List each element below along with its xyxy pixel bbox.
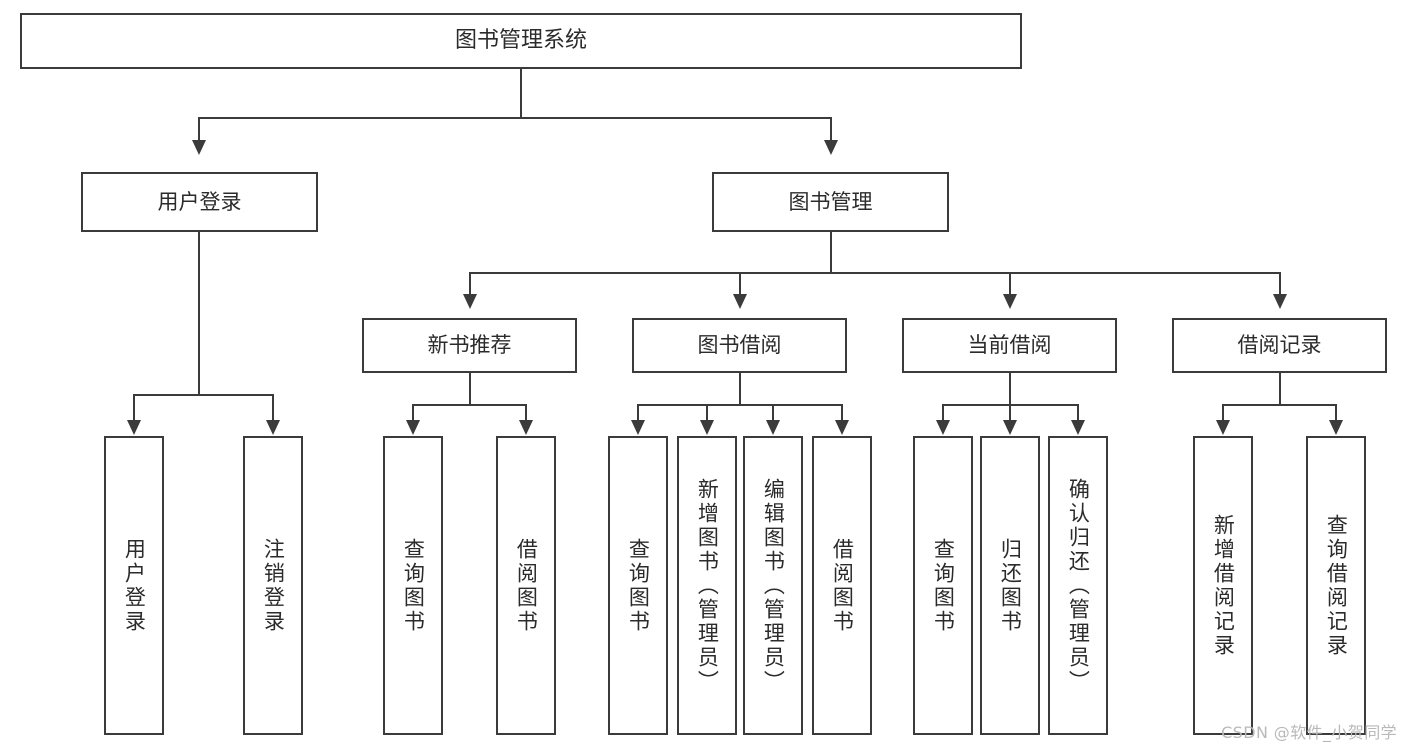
connector-book-manage-to-new-book: [469, 272, 472, 298]
connector-book-borrow-to-leaf-1: [637, 404, 640, 424]
connector-book-borrow-to-leaf-2: [706, 404, 709, 424]
leaf-label: 借阅图书: [830, 537, 855, 634]
arrowhead-book-manage: [824, 140, 838, 155]
node-book-manage[interactable]: 图书管理: [712, 172, 949, 232]
leaf-book-borrow-edit-book[interactable]: 编辑图书（管理员）: [743, 436, 803, 735]
connector-book-manage-stem: [830, 232, 833, 274]
connector-book-manage-to-book-borrow: [739, 272, 742, 298]
node-label: 当前借阅: [967, 333, 1052, 358]
arrowhead-current-borrow-leaf-3: [1071, 420, 1085, 435]
connector-book-borrow-bus: [637, 404, 843, 407]
arrowhead-book-borrow-leaf-4: [835, 420, 849, 435]
leaf-label: 新增借阅记录: [1211, 513, 1236, 658]
node-label: 用户登录: [157, 189, 242, 214]
connector-root-stem: [520, 69, 523, 118]
leaf-label: 用户登录: [122, 537, 147, 634]
connector-borrow-record-to-leaf-1: [1222, 404, 1225, 424]
arrowhead-borrow-record-leaf-1: [1216, 420, 1230, 435]
connector-user-login-to-leaf-2: [272, 394, 275, 424]
node-label: 图书管理: [788, 189, 873, 214]
leaf-label: 查询图书: [626, 537, 651, 634]
connector-book-manage-bus: [469, 272, 1281, 275]
node-label: 图书借阅: [697, 333, 782, 358]
arrowhead-user-login-leaf-2: [266, 420, 280, 435]
connector-book-manage-to-current-borrow: [1009, 272, 1012, 298]
leaf-label: 归还图书: [998, 537, 1023, 634]
connector-book-borrow-stem: [739, 373, 742, 406]
connector-borrow-record-to-leaf-2: [1335, 404, 1338, 424]
arrowhead-book-borrow-leaf-1: [631, 420, 645, 435]
arrowhead-current-borrow-leaf-1: [936, 420, 950, 435]
leaf-current-borrow-query-book[interactable]: 查询图书: [913, 436, 973, 735]
arrowhead-book-borrow: [733, 294, 747, 309]
arrowhead-new-book-leaf-2: [519, 420, 533, 435]
arrowhead-new-book-leaf-1: [406, 420, 420, 435]
leaf-book-borrow-query-book[interactable]: 查询图书: [608, 436, 668, 735]
leaf-user-login-logout[interactable]: 注销登录: [243, 436, 303, 735]
node-label: 图书管理系统: [454, 28, 587, 54]
arrowhead-new-book: [463, 294, 477, 309]
leaf-label: 新增图书（管理员）: [695, 477, 720, 694]
leaf-current-borrow-return-book[interactable]: 归还图书: [980, 436, 1040, 735]
node-borrow-record[interactable]: 借阅记录: [1172, 318, 1387, 373]
connector-current-borrow-to-leaf-1: [942, 404, 945, 424]
connector-user-login-bus: [133, 394, 274, 397]
leaf-new-book-query-book[interactable]: 查询图书: [383, 436, 443, 735]
arrowhead-borrow-record: [1273, 294, 1287, 309]
connector-book-borrow-to-leaf-4: [841, 404, 844, 424]
connector-borrow-record-stem: [1279, 373, 1282, 406]
leaf-label: 注销登录: [261, 537, 286, 634]
connector-root-to-user-login: [198, 117, 201, 144]
connector-current-borrow-stem: [1009, 373, 1012, 406]
node-label: 新书推荐: [427, 333, 512, 358]
leaf-new-book-borrow-book[interactable]: 借阅图书: [496, 436, 556, 735]
node-current-borrow[interactable]: 当前借阅: [902, 318, 1117, 373]
connector-new-book-stem: [469, 373, 472, 406]
leaf-label: 查询图书: [401, 537, 426, 634]
node-new-book-recommend[interactable]: 新书推荐: [362, 318, 577, 373]
arrowhead-user-login: [192, 140, 206, 155]
connector-new-book-to-leaf-1: [412, 404, 415, 424]
arrowhead-borrow-record-leaf-2: [1329, 420, 1343, 435]
arrowhead-current-borrow-leaf-2: [1003, 420, 1017, 435]
arrowhead-user-login-leaf-1: [127, 420, 141, 435]
leaf-current-borrow-confirm-return[interactable]: 确认归还（管理员）: [1048, 436, 1108, 735]
leaf-user-login-login[interactable]: 用户登录: [104, 436, 164, 735]
leaf-borrow-record-query-record[interactable]: 查询借阅记录: [1306, 436, 1366, 735]
connector-user-login-to-leaf-1: [133, 394, 136, 424]
connector-borrow-record-bus: [1222, 404, 1337, 407]
connector-book-manage-to-borrow-record: [1279, 272, 1282, 298]
connector-current-borrow-to-leaf-2: [1009, 404, 1012, 424]
leaf-label: 借阅图书: [514, 537, 539, 634]
leaf-label: 编辑图书（管理员）: [761, 477, 786, 694]
node-book-borrow[interactable]: 图书借阅: [632, 318, 847, 373]
node-user-login[interactable]: 用户登录: [81, 172, 318, 232]
connector-user-login-stem: [198, 232, 201, 396]
connector-book-borrow-to-leaf-3: [772, 404, 775, 424]
connector-current-borrow-to-leaf-3: [1077, 404, 1080, 424]
connector-new-book-bus: [412, 404, 527, 407]
connector-root-bus: [198, 117, 832, 120]
leaf-label: 确认归还（管理员）: [1066, 477, 1091, 694]
leaf-label: 查询图书: [931, 537, 956, 634]
connector-new-book-to-leaf-2: [525, 404, 528, 424]
connector-root-to-book-manage: [830, 117, 833, 144]
arrowhead-book-borrow-leaf-3: [766, 420, 780, 435]
leaf-book-borrow-add-book[interactable]: 新增图书（管理员）: [677, 436, 737, 735]
leaf-label: 查询借阅记录: [1324, 513, 1349, 658]
node-label: 借阅记录: [1237, 333, 1322, 358]
arrowhead-current-borrow: [1003, 294, 1017, 309]
node-root-system[interactable]: 图书管理系统: [20, 13, 1022, 69]
leaf-borrow-record-add-record[interactable]: 新增借阅记录: [1193, 436, 1253, 735]
leaf-book-borrow-borrow-book[interactable]: 借阅图书: [812, 436, 872, 735]
arrowhead-book-borrow-leaf-2: [700, 420, 714, 435]
watermark-text: CSDN @软件_小贺同学: [1221, 723, 1397, 742]
